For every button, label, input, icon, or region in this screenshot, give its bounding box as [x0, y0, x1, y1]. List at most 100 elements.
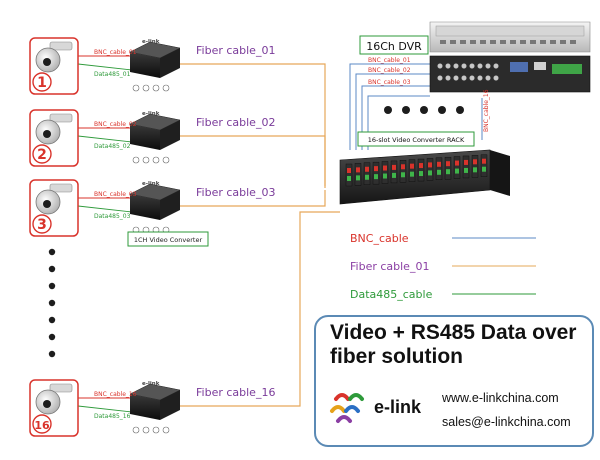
- rack-slot: [426, 158, 434, 181]
- camera-number-badge: [32, 214, 52, 234]
- camera-number: 1: [37, 75, 47, 91]
- dvr-bnc-label: BNC_cable_03: [368, 79, 411, 86]
- info-box: Video + RS485 Data over fiber solution e…: [314, 315, 594, 447]
- dvr-button: [450, 40, 456, 44]
- brand-name: e-link: [374, 397, 422, 417]
- dvr-button: [440, 40, 446, 44]
- bnc-cable-label: BNC_cable_16: [94, 391, 137, 398]
- dvr-bnc-port-icon: [485, 75, 491, 81]
- certification-mark-icon: [162, 156, 170, 164]
- continuation-dot: [48, 316, 56, 324]
- rack-slot-led-red: [383, 165, 387, 171]
- camera-number-badge: [32, 414, 52, 434]
- data485-cable-label: Data485_01: [94, 71, 131, 78]
- rack-slot-led-green: [482, 166, 486, 172]
- rack-slot: [471, 155, 479, 178]
- dvr-bnc-label: BNC_cable_16: [483, 89, 490, 132]
- camera-number: 16: [34, 419, 50, 432]
- camera-mount: [49, 383, 73, 393]
- certification-mark-icon: [162, 426, 170, 434]
- legend-label: Fiber cable_01: [350, 260, 429, 273]
- camera-mount: [49, 113, 73, 123]
- website-link[interactable]: www.e-linkchina.com: [442, 391, 559, 405]
- legend-item: Data485_cable: [350, 288, 536, 301]
- rack-title-frame: [357, 131, 475, 147]
- legend-item: BNC_cable: [350, 232, 536, 245]
- rack-slot-led-red: [419, 163, 423, 169]
- dvr-button: [570, 40, 576, 44]
- rack-slot-led-green: [473, 167, 477, 173]
- video-converter-2: e-link: [129, 111, 181, 164]
- rack-slot: [354, 163, 362, 186]
- dvr-bnc-port-icon: [437, 75, 443, 81]
- converter-rack: 16-slot Video Converter RACK: [339, 131, 510, 205]
- camera-number: 3: [37, 217, 47, 233]
- converter-brand-text: e-link: [142, 381, 160, 387]
- continuation-dot: [48, 350, 56, 358]
- dvr-title: 16Ch DVR: [366, 40, 422, 53]
- dvr-button: [470, 40, 476, 44]
- email-link[interactable]: sales@e-linkchina.com: [442, 415, 571, 429]
- e-link-logo-icon: [330, 393, 364, 423]
- dvr-usb-port: [534, 62, 546, 70]
- dvr-bnc-port-icon: [461, 63, 467, 69]
- dvr-bnc-port-icon: [469, 75, 475, 81]
- rack-slot-led-green: [347, 176, 351, 181]
- rack-slot-led-green: [455, 168, 459, 174]
- rack-slot: [390, 160, 398, 184]
- rack-slot-led-green: [374, 174, 378, 180]
- fiber-cable-label: Fiber cable_03: [196, 186, 275, 199]
- rack-slot: [453, 156, 461, 179]
- legend-label: Data485_cable: [350, 288, 433, 301]
- converter-front: [130, 394, 160, 420]
- dvr-bnc-label: BNC_cable_01: [368, 57, 411, 64]
- rack-slot: [408, 159, 416, 182]
- fiber-cable-line: [172, 190, 326, 207]
- continuation-dot: [48, 265, 56, 273]
- data485-cable-line: [77, 205, 133, 213]
- rack-slot: [435, 157, 443, 181]
- rack-slot: [345, 163, 353, 187]
- rack-slot-led-red: [374, 166, 378, 172]
- continuation-dot: [48, 333, 56, 341]
- camera-number-badge: [32, 72, 52, 92]
- camera-2: 2: [29, 109, 79, 167]
- rack-slot-led-green: [410, 171, 414, 177]
- rack-slot-led-red: [464, 159, 468, 165]
- dvr-button: [520, 40, 526, 44]
- camera-mount: [49, 183, 73, 193]
- dvr-button: [510, 40, 516, 44]
- certification-mark-icon: [152, 426, 160, 434]
- rack-slot: [381, 161, 389, 184]
- certification-mark-icon: [142, 84, 150, 92]
- certification-mark-icon: [132, 156, 140, 164]
- fiber-cable-label: Fiber cable_01: [196, 44, 275, 57]
- data485-cable-label: Data485_16: [94, 413, 131, 420]
- bnc-cable-label: BNC_cable_01: [94, 49, 137, 56]
- rack-title: 16-slot Video Converter RACK: [368, 136, 465, 144]
- camera-number: 2: [37, 147, 47, 163]
- rack-slot-led-green: [401, 172, 405, 178]
- continuation-dot: [438, 106, 446, 114]
- dvr-bnc-port-icon: [453, 75, 459, 81]
- dvr-bnc-label: BNC_cable_02: [368, 67, 411, 74]
- rack-slot: [480, 154, 488, 177]
- dvr-bnc-port-icon: [445, 75, 451, 81]
- rack-slot-led-red: [473, 159, 477, 165]
- rack-slot-led-green: [392, 172, 396, 178]
- continuation-dot: [384, 106, 392, 114]
- camera-number-badge: [32, 144, 52, 164]
- converter-caption-frame: [127, 231, 209, 247]
- info-title: Video + RS485 Data over fiber solution: [330, 321, 577, 368]
- certification-mark-icon: [142, 426, 150, 434]
- continuation-dot: [420, 106, 428, 114]
- dvr-button: [490, 40, 496, 44]
- dvr-button: [480, 40, 486, 44]
- rack-slot: [417, 158, 425, 182]
- video-converter-3: e-link: [129, 181, 181, 234]
- dvr-vga-port: [510, 62, 528, 72]
- rack-slot-led-red: [428, 162, 432, 168]
- fiber-cable-label: Fiber cable_16: [196, 386, 275, 399]
- certification-mark-icon: [152, 84, 160, 92]
